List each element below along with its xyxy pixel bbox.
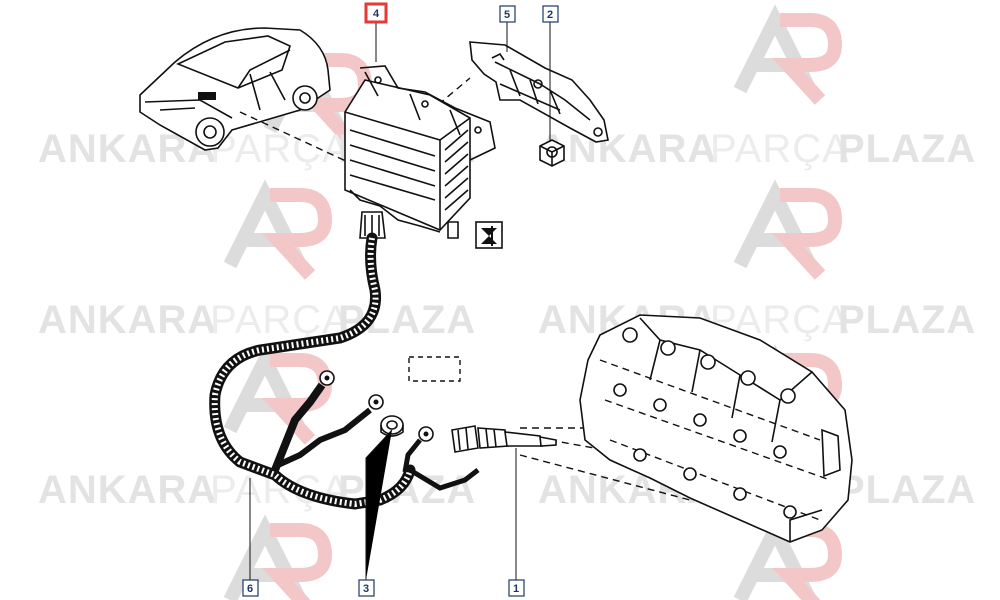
callout-label: 2 — [547, 9, 553, 21]
callout-leaders — [249, 22, 551, 580]
mounting-bracket — [469, 41, 609, 143]
callout-label: 6 — [247, 583, 253, 595]
watermark-brand-bold: PLAZA — [838, 468, 976, 512]
callout-part-3[interactable]: 3 — [358, 579, 375, 597]
dashed-reference-box-icon — [408, 356, 461, 382]
callout-part-4[interactable]: 4 — [364, 2, 388, 24]
watermark-text-row: ANKARA PARÇA PLAZA ANKARA PARÇA PLAZA — [38, 298, 976, 342]
ring-terminal — [418, 426, 434, 442]
watermark-brand-bold: PLAZA — [338, 298, 476, 342]
watermark-brand-bold: ANKARA — [38, 468, 217, 512]
watermark-logo — [223, 514, 333, 600]
ring-terminal — [368, 394, 384, 410]
valve-covers — [613, 327, 797, 519]
glow-plug — [451, 425, 557, 453]
watermark-brand-bold: PLAZA — [838, 298, 976, 342]
ring-terminal — [319, 370, 335, 386]
watermark-logo — [733, 179, 843, 280]
hex-nut — [539, 139, 565, 167]
module-fins — [349, 129, 469, 211]
engine-bay-marker — [198, 92, 216, 100]
callout-label: 5 — [504, 9, 510, 21]
glow-plug-relay-symbol-icon — [475, 221, 503, 249]
callout-part-5[interactable]: 5 — [499, 5, 516, 23]
callout-label: 3 — [363, 583, 369, 595]
callout-part-1[interactable]: 1 — [508, 579, 525, 597]
watermark-brand-bold: PLAZA — [838, 127, 976, 171]
watermark-brand-bold: ANKARA — [538, 127, 717, 171]
glow-plug-control-module — [344, 65, 496, 239]
watermark-brand-light: PARÇA — [710, 127, 850, 171]
wiring-harness — [209, 232, 480, 510]
watermark-logo — [223, 179, 333, 280]
terminal-nut — [380, 415, 404, 437]
watermark-logo — [733, 4, 843, 105]
callout-part-2[interactable]: 2 — [542, 5, 559, 23]
car-illustration — [139, 27, 331, 151]
callout-label: 4 — [373, 8, 380, 20]
callout-label: 1 — [513, 583, 519, 595]
watermark-brand-bold: ANKARA — [38, 298, 217, 342]
callout-part-6[interactable]: 6 — [242, 579, 259, 597]
watermark-brand-light: PARÇA — [210, 127, 350, 171]
engine-cylinder-head — [579, 314, 853, 543]
